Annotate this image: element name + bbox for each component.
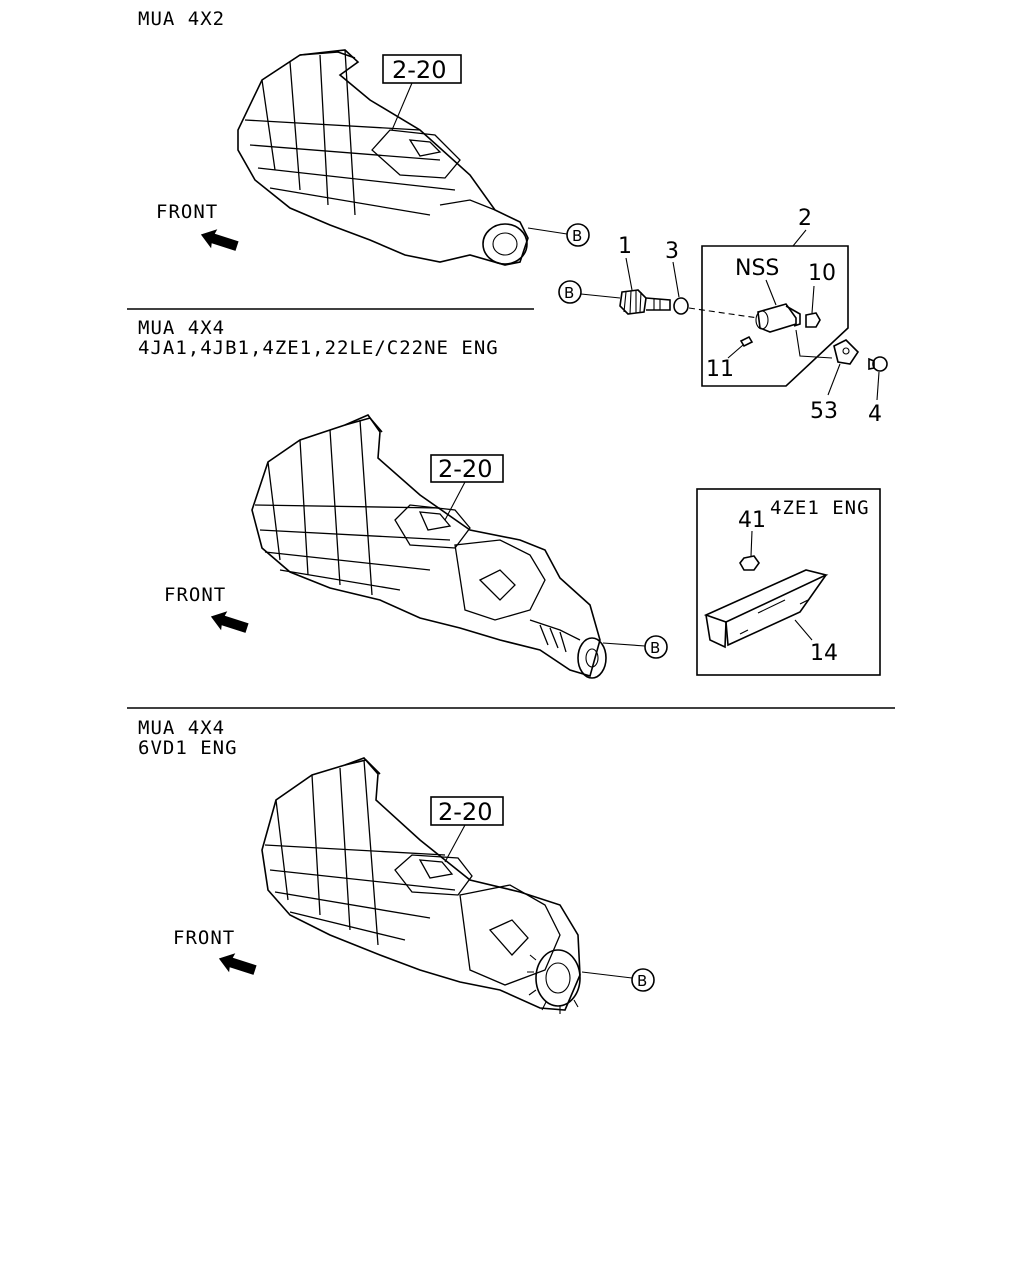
callout-b-text-2: B [564, 284, 574, 302]
front-label-b: FRONT [164, 584, 226, 606]
part-label-10: 10 [808, 261, 836, 286]
front-arrow-icon-c [218, 953, 257, 975]
part-sleeve[interactable] [755, 303, 801, 333]
callout-b-circle-2[interactable] [558, 280, 582, 304]
part-3-o-ring[interactable] [673, 297, 689, 315]
front-label: FRONT [156, 201, 218, 223]
section-4x4-6vd1: MUA 4X4 6VD1 ENG 2-20 FRONT B [138, 717, 655, 1014]
part-label-41: 41 [738, 508, 766, 533]
transmission-4x4-a-illustration [251, 414, 607, 679]
part-14-bracket[interactable] [703, 569, 829, 649]
ref-box-2-20-c[interactable] [430, 796, 504, 826]
part-label-1: 1 [618, 234, 632, 259]
ref-leader-line [391, 82, 413, 131]
ref-box-2-20[interactable] [382, 54, 462, 84]
callout-b-circle-4[interactable] [631, 968, 655, 992]
transmission-4x4-b-illustration [261, 757, 581, 1014]
inset-4ze1: 4ZE1 ENG 41 14 [696, 488, 881, 676]
transmission-4x2-illustration [237, 49, 529, 266]
section-title-4x4-b: MUA 4X4 [138, 717, 225, 739]
section-title-4x4-a: MUA 4X4 [138, 317, 225, 339]
callout-b-circle[interactable] [566, 223, 590, 247]
part-label-2: 2 [798, 206, 812, 231]
part-label-11: 11 [706, 357, 734, 382]
part-label-14: 14 [810, 641, 838, 666]
part-label-3: 3 [665, 239, 679, 264]
part-4-bolt[interactable] [868, 356, 888, 372]
part-1-driven-gear[interactable] [619, 289, 671, 315]
inset-box [696, 488, 881, 676]
part-53-plate[interactable] [833, 339, 860, 365]
ref-box-2-20-b[interactable] [430, 454, 504, 483]
front-arrow-icon-b [210, 611, 249, 633]
part-label-nss: NSS [735, 256, 779, 281]
ref-box-label-c: 2-20 [438, 798, 492, 826]
callout-b-circle-3[interactable] [644, 635, 668, 659]
callout-b-text: B [572, 227, 582, 245]
part-41-nut[interactable] [739, 555, 760, 571]
ref-box-label-b: 2-20 [438, 455, 492, 483]
part-label-53: 53 [810, 399, 838, 424]
section-subtitle-4x4-a: 4JA1,4JB1,4ZE1,22LE/C22NE ENG [138, 337, 499, 359]
section-4x4-4ja1: MUA 4X4 4JA1,4JB1,4ZE1,22LE/C22NE ENG 2-… [138, 317, 668, 679]
front-arrow-icon [200, 229, 239, 251]
callout-b-text-4: B [637, 972, 647, 990]
part-10-nut[interactable] [805, 312, 821, 328]
speedometer-parts-group: B 1 3 2 NSS 10 [558, 206, 888, 427]
section-title-4x2: MUA 4X2 [138, 8, 225, 30]
front-label-c: FRONT [173, 927, 235, 949]
callout-b-leader [527, 227, 568, 235]
section-subtitle-4x4-b: 6VD1 ENG [138, 737, 238, 759]
section-4x2: MUA 4X2 2-20 FRONT B [138, 8, 590, 266]
part-label-4: 4 [868, 402, 882, 427]
inset-note: 4ZE1 ENG [770, 497, 870, 519]
ref-box-label: 2-20 [392, 56, 446, 84]
part-11-pin[interactable] [739, 335, 754, 348]
callout-b-text-3: B [650, 639, 660, 657]
